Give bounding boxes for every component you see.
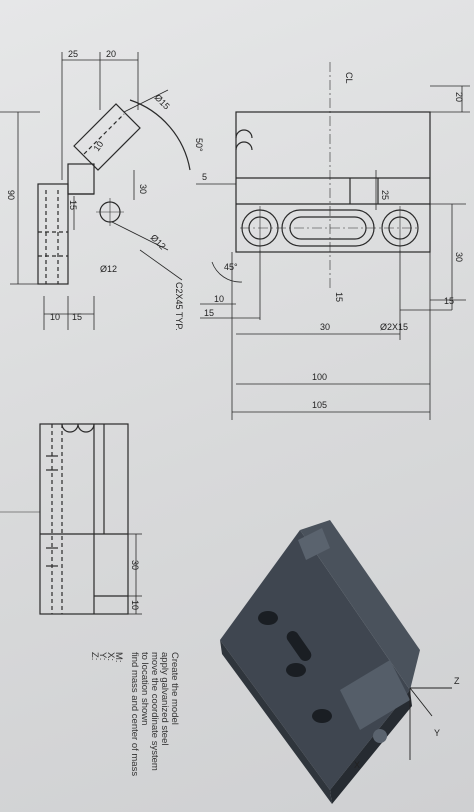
axis-y-label: Y xyxy=(434,728,440,738)
dim-5: 5 xyxy=(202,172,207,182)
dim-105: 105 xyxy=(312,400,327,410)
isometric-view xyxy=(220,520,452,804)
dim-25-top-view: 25 xyxy=(380,190,390,200)
dim-dia-12-bottom: Ø12 xyxy=(100,264,117,274)
result-mass: M: xyxy=(113,652,124,663)
axis-z-label: Z xyxy=(454,676,460,686)
result-y: Y: xyxy=(97,652,108,660)
dim-angle-50: 50° xyxy=(194,138,204,152)
top-view-dimensions: CL 20 5 25 30 45° 10 15 15 15 30 Ø2X15 1… xyxy=(196,72,470,420)
instruction-line-5: find mass and center of mass xyxy=(129,652,140,776)
dim-15-bottom: 15 xyxy=(72,312,82,322)
dim-100: 100 xyxy=(312,372,327,382)
dim-30: 30 xyxy=(138,184,148,194)
chamfer-note: C2X45 TYP. xyxy=(174,282,184,331)
dim-20-top-view: 20 xyxy=(454,92,464,102)
instruction-line-2: apply galvanized steel xyxy=(159,652,170,745)
dim-angle-45: 45° xyxy=(224,262,238,272)
front-view xyxy=(0,423,129,615)
axis-x-label: X xyxy=(354,760,360,770)
front-view-dimensions: 30 10 xyxy=(128,533,142,615)
dim-10-bottom: 10 xyxy=(50,312,60,322)
dim-10-front: 10 xyxy=(130,600,140,610)
instruction-line-1: Create the model xyxy=(169,652,180,725)
centerline-label: CL xyxy=(344,72,354,84)
instruction-line-3: move the coordinate system xyxy=(149,652,160,771)
dim-15-right: 15 xyxy=(444,296,454,306)
dim-15-vertical: 15 xyxy=(68,200,78,210)
side-view xyxy=(37,99,191,285)
axis-labels: Z Y X xyxy=(354,676,460,770)
dim-30-front: 30 xyxy=(130,560,140,570)
dim-10: 10 xyxy=(91,139,105,153)
dim-30-right: 30 xyxy=(454,252,464,262)
dim-15-center: 15 xyxy=(334,292,344,302)
result-x: X: xyxy=(105,652,116,661)
dim-20: 20 xyxy=(106,49,116,59)
dim-dia-15: Ø15 xyxy=(153,92,172,111)
dim-15-top-view: 15 xyxy=(204,308,214,318)
side-view-dimensions: 25 20 Ø15 10 50° 30 90 15 Ø12 Ø12 10 15 … xyxy=(0,49,204,331)
instructions-note: Create the model apply galvanized steel … xyxy=(89,652,180,776)
top-view xyxy=(235,62,431,290)
dim-10-top-view: 10 xyxy=(214,294,224,304)
dim-30-center: 30 xyxy=(320,322,330,332)
dim-90: 90 xyxy=(6,190,16,200)
dim-dia-2x15: Ø2X15 xyxy=(380,322,408,332)
dim-25: 25 xyxy=(68,49,78,59)
instruction-line-4: to location shown xyxy=(139,652,150,725)
result-z: Z: xyxy=(89,652,100,660)
